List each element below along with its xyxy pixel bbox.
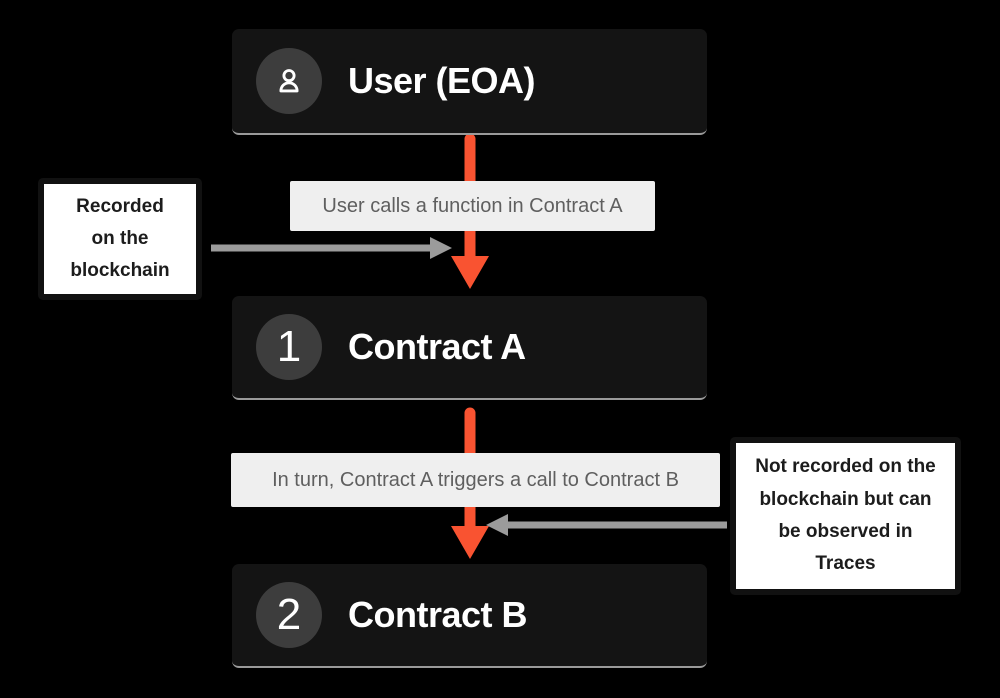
badge-step-1: 1 bbox=[256, 314, 322, 380]
node-user-title: User (EOA) bbox=[348, 60, 536, 101]
node-contract-b-title: Contract B bbox=[348, 594, 528, 635]
user-avatar bbox=[256, 48, 322, 114]
node-contract-a: 1 Contract A bbox=[232, 296, 707, 400]
badge-step-1-number: 1 bbox=[276, 322, 302, 371]
badge-step-2: 2 bbox=[256, 582, 322, 648]
node-contract-b: 2 Contract B bbox=[232, 564, 707, 668]
edge-label-user-to-a: User calls a function in Contract A bbox=[290, 181, 655, 231]
badge-step-2-number: 2 bbox=[276, 590, 302, 639]
edge-label-a-to-b: In turn, Contract A triggers a call to C… bbox=[231, 453, 720, 507]
person-icon bbox=[279, 69, 299, 93]
node-contract-a-title: Contract A bbox=[348, 326, 526, 367]
note-observed-in-traces: Not recorded on the blockchain but can b… bbox=[730, 437, 961, 595]
note-recorded-on-blockchain: Recorded on the blockchain bbox=[38, 178, 202, 300]
node-user-eoa: User (EOA) bbox=[232, 29, 707, 135]
arrow-traces-note bbox=[486, 514, 727, 536]
arrow-recorded-note bbox=[211, 237, 452, 259]
